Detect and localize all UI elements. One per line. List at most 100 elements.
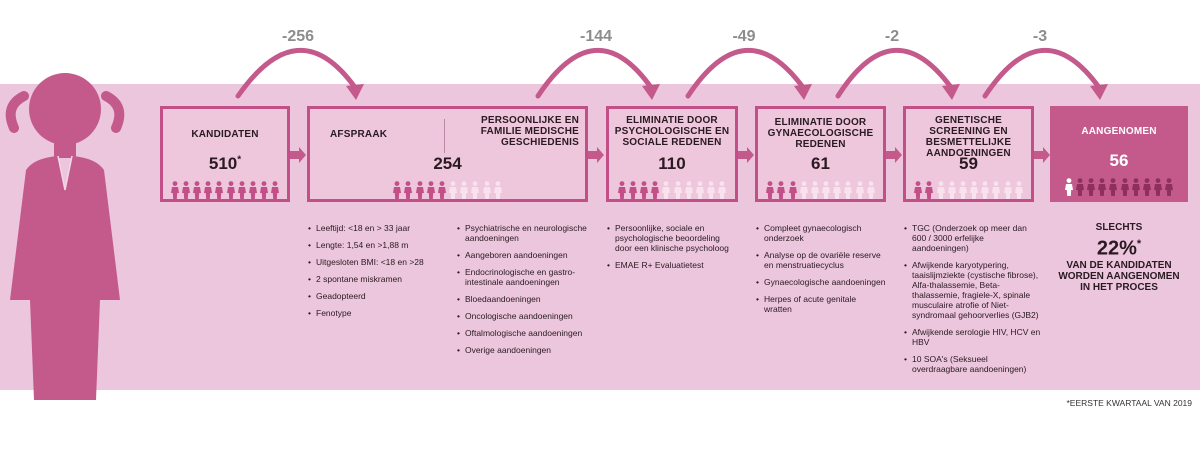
person-icon <box>628 181 637 199</box>
person-icon <box>1120 178 1129 196</box>
person-icon <box>204 181 213 199</box>
stage-title: AANGENOMEN <box>1081 126 1157 137</box>
person-icon <box>936 181 945 199</box>
person-icon <box>1154 178 1163 196</box>
curve-arrow-2 <box>535 47 653 99</box>
person-icon <box>844 181 853 199</box>
summary-post: VAN DE KANDIDATEN WORDEN AANGENOMEN IN H… <box>1058 259 1180 293</box>
list-item: Oncologische aandoeningen <box>457 311 592 321</box>
person-icon <box>788 181 797 199</box>
person-icon <box>810 181 819 199</box>
curve-arrow-1 <box>235 48 357 99</box>
person-icon <box>958 181 967 199</box>
stage-title-b: PERSOONLIJKE EN FAMILIE MEDISCHE GESCHIE… <box>480 115 579 148</box>
stage-afspraak: AFSPRAAK PERSOONLIJKE EN FAMILIE MEDISCH… <box>307 106 588 202</box>
person-icon <box>482 181 491 199</box>
stage-value: 61 <box>811 154 830 173</box>
flow-arrows <box>235 47 1108 100</box>
list-item: EMAE R+ Evaluatietest <box>607 260 737 270</box>
person-icon <box>673 181 682 199</box>
list-item: 10 SOA's (Seksueel overdraagbare aandoen… <box>904 354 1042 374</box>
curve-arrow-5 <box>982 48 1101 99</box>
delta-3: -49 <box>732 28 756 45</box>
list-item: Bloedaandoeningen <box>457 294 592 304</box>
people-icons <box>609 181 735 199</box>
person-icon <box>1109 178 1118 196</box>
stage-aangenomen: AANGENOMEN 56 <box>1050 106 1188 202</box>
list-item: Compleet gynaecologisch onderzoek <box>756 223 886 243</box>
people-icons <box>1050 178 1188 196</box>
person-icon <box>707 181 716 199</box>
stage-title: KANDIDATEN <box>191 129 259 140</box>
person-icon <box>822 181 831 199</box>
person-icon <box>226 181 235 199</box>
list-item: Gynaecologische aandoeningen <box>756 277 886 287</box>
list-item: Lengte: 1,54 en >1,88 m <box>308 240 448 250</box>
stage-value: 110 <box>658 154 686 173</box>
person-icon <box>471 181 480 199</box>
person-icon <box>866 181 875 199</box>
people-icons <box>163 181 287 199</box>
stage-genetisch: GENETISCHE SCREENING EN BESMETTELIJKE AA… <box>903 106 1034 202</box>
person-icon <box>799 181 808 199</box>
person-icon <box>992 181 1001 199</box>
person-icon <box>460 181 469 199</box>
stage-value: 56 <box>1109 151 1129 170</box>
stage-kandidaten: KANDIDATEN 510* <box>160 106 290 202</box>
list-item: Herpes of acute genitale wratten <box>756 294 886 314</box>
person-icon <box>617 181 626 199</box>
list-item: Overige aandoeningen <box>457 345 592 355</box>
stage-title: ELIMINATIE DOOR PSYCHOLOGISCHE EN SOCIAL… <box>614 115 730 148</box>
summary-text: SLECHTS 22%* VAN DE KANDIDATEN WORDEN AA… <box>1052 222 1186 293</box>
list-afspraak: Leeftijd: <18 en > 33 jaarLengte: 1,54 e… <box>308 223 448 325</box>
person-icon <box>1087 178 1096 196</box>
summary-pre: SLECHTS <box>1095 222 1143 233</box>
person-icon <box>777 181 786 199</box>
person-icon <box>170 181 179 199</box>
list-item: Oftalmologische aandoeningen <box>457 328 592 338</box>
footnote: *EERSTE KWARTAAL VAN 2019 <box>1066 398 1193 408</box>
stage-gynaecologisch: ELIMINATIE DOOR GYNAECOLOGISCHE REDENEN … <box>755 106 886 202</box>
person-icon <box>833 181 842 199</box>
person-icon <box>215 181 224 199</box>
person-icon <box>193 181 202 199</box>
person-icon <box>181 181 190 199</box>
person-icon <box>1014 181 1023 199</box>
stage-title: ELIMINATIE DOOR GYNAECOLOGISCHE REDENEN <box>767 117 874 150</box>
list-item: Geadopteerd <box>308 291 448 301</box>
curve-arrow-3 <box>685 48 805 99</box>
person-icon <box>237 181 246 199</box>
person-icon <box>493 181 502 199</box>
person-icon <box>1142 178 1151 196</box>
list-item: TGC (Onderzoek op meer dan 600 / 3000 er… <box>904 223 1042 253</box>
person-icon <box>1131 178 1140 196</box>
delta-4: -2 <box>884 28 900 45</box>
list-medisch: Psychiatrische en neurologische aandoeni… <box>457 223 592 362</box>
list-item: Psychiatrische en neurologische aandoeni… <box>457 223 592 243</box>
person-icon <box>415 181 424 199</box>
list-item: Leeftijd: <18 en > 33 jaar <box>308 223 448 233</box>
list-item: Fenotype <box>308 308 448 318</box>
people-icons <box>758 181 883 199</box>
list-item: Analyse op de ovariële reserve en menstr… <box>756 250 886 270</box>
person-icon <box>684 181 693 199</box>
stage-value: 510* <box>208 154 242 173</box>
list-item: Afwijkende serologie HIV, HCV en HBV <box>904 327 1042 347</box>
person-icon <box>970 181 979 199</box>
person-icon <box>1165 178 1174 196</box>
straight-arrows <box>290 147 1050 163</box>
person-icon <box>1064 178 1073 196</box>
person-icon <box>651 181 660 199</box>
list-item: Uitgesloten BMI: <18 en >28 <box>308 257 448 267</box>
stage-psychologisch: ELIMINATIE DOOR PSYCHOLOGISCHE EN SOCIAL… <box>606 106 738 202</box>
person-icon <box>449 181 458 199</box>
people-icons <box>906 181 1031 199</box>
curve-arrow-4 <box>835 47 953 99</box>
person-icon <box>393 181 402 199</box>
person-icon <box>248 181 257 199</box>
person-icon <box>718 181 727 199</box>
person-icon <box>1075 178 1084 196</box>
person-icon <box>695 181 704 199</box>
person-icon <box>766 181 775 199</box>
stage-title: GENETISCHE SCREENING EN BESMETTELIJKE AA… <box>925 115 1012 159</box>
